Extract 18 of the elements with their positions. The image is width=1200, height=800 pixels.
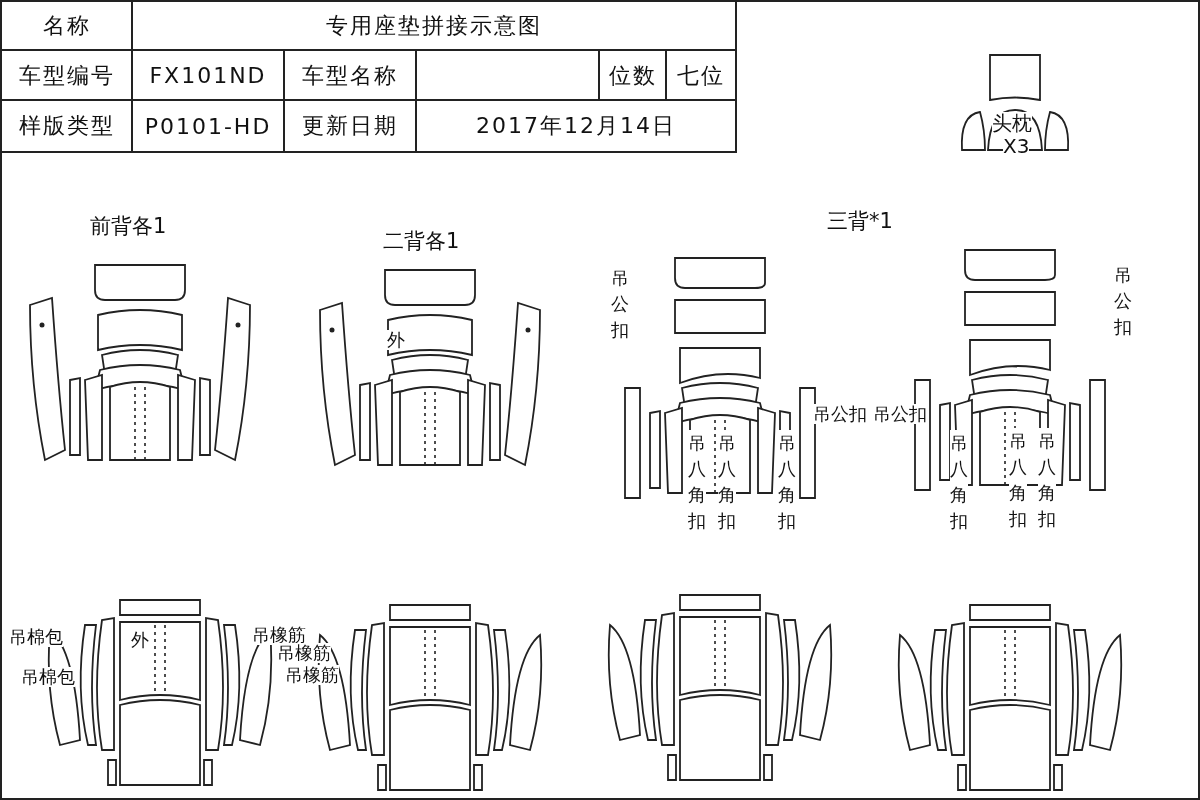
- group-title: 三背*1: [827, 210, 893, 234]
- part-label: 吊橡筋: [252, 625, 306, 645]
- part-label: 外: [131, 630, 149, 650]
- group-title: 前背各1: [90, 215, 167, 239]
- part-label: 外: [387, 330, 405, 350]
- part-label: 吊橡筋: [285, 665, 339, 685]
- part-label: 吊公扣: [813, 404, 867, 424]
- group-title: 二背各1: [383, 230, 460, 254]
- table-cell: P0101-HD: [131, 99, 285, 153]
- table-cell: 更新日期: [283, 99, 417, 153]
- table-cell: 样版类型: [0, 99, 133, 153]
- table-cell: 2017年12月14日: [415, 99, 737, 153]
- part-label: 吊棉包: [21, 667, 75, 687]
- part-label: 吊橡筋: [277, 643, 331, 663]
- table-cell: 七位: [665, 49, 737, 102]
- part-label: 吊棉包: [9, 627, 63, 647]
- part-label: 吊公扣: [873, 404, 927, 424]
- part-label: 头枕: [992, 112, 1032, 134]
